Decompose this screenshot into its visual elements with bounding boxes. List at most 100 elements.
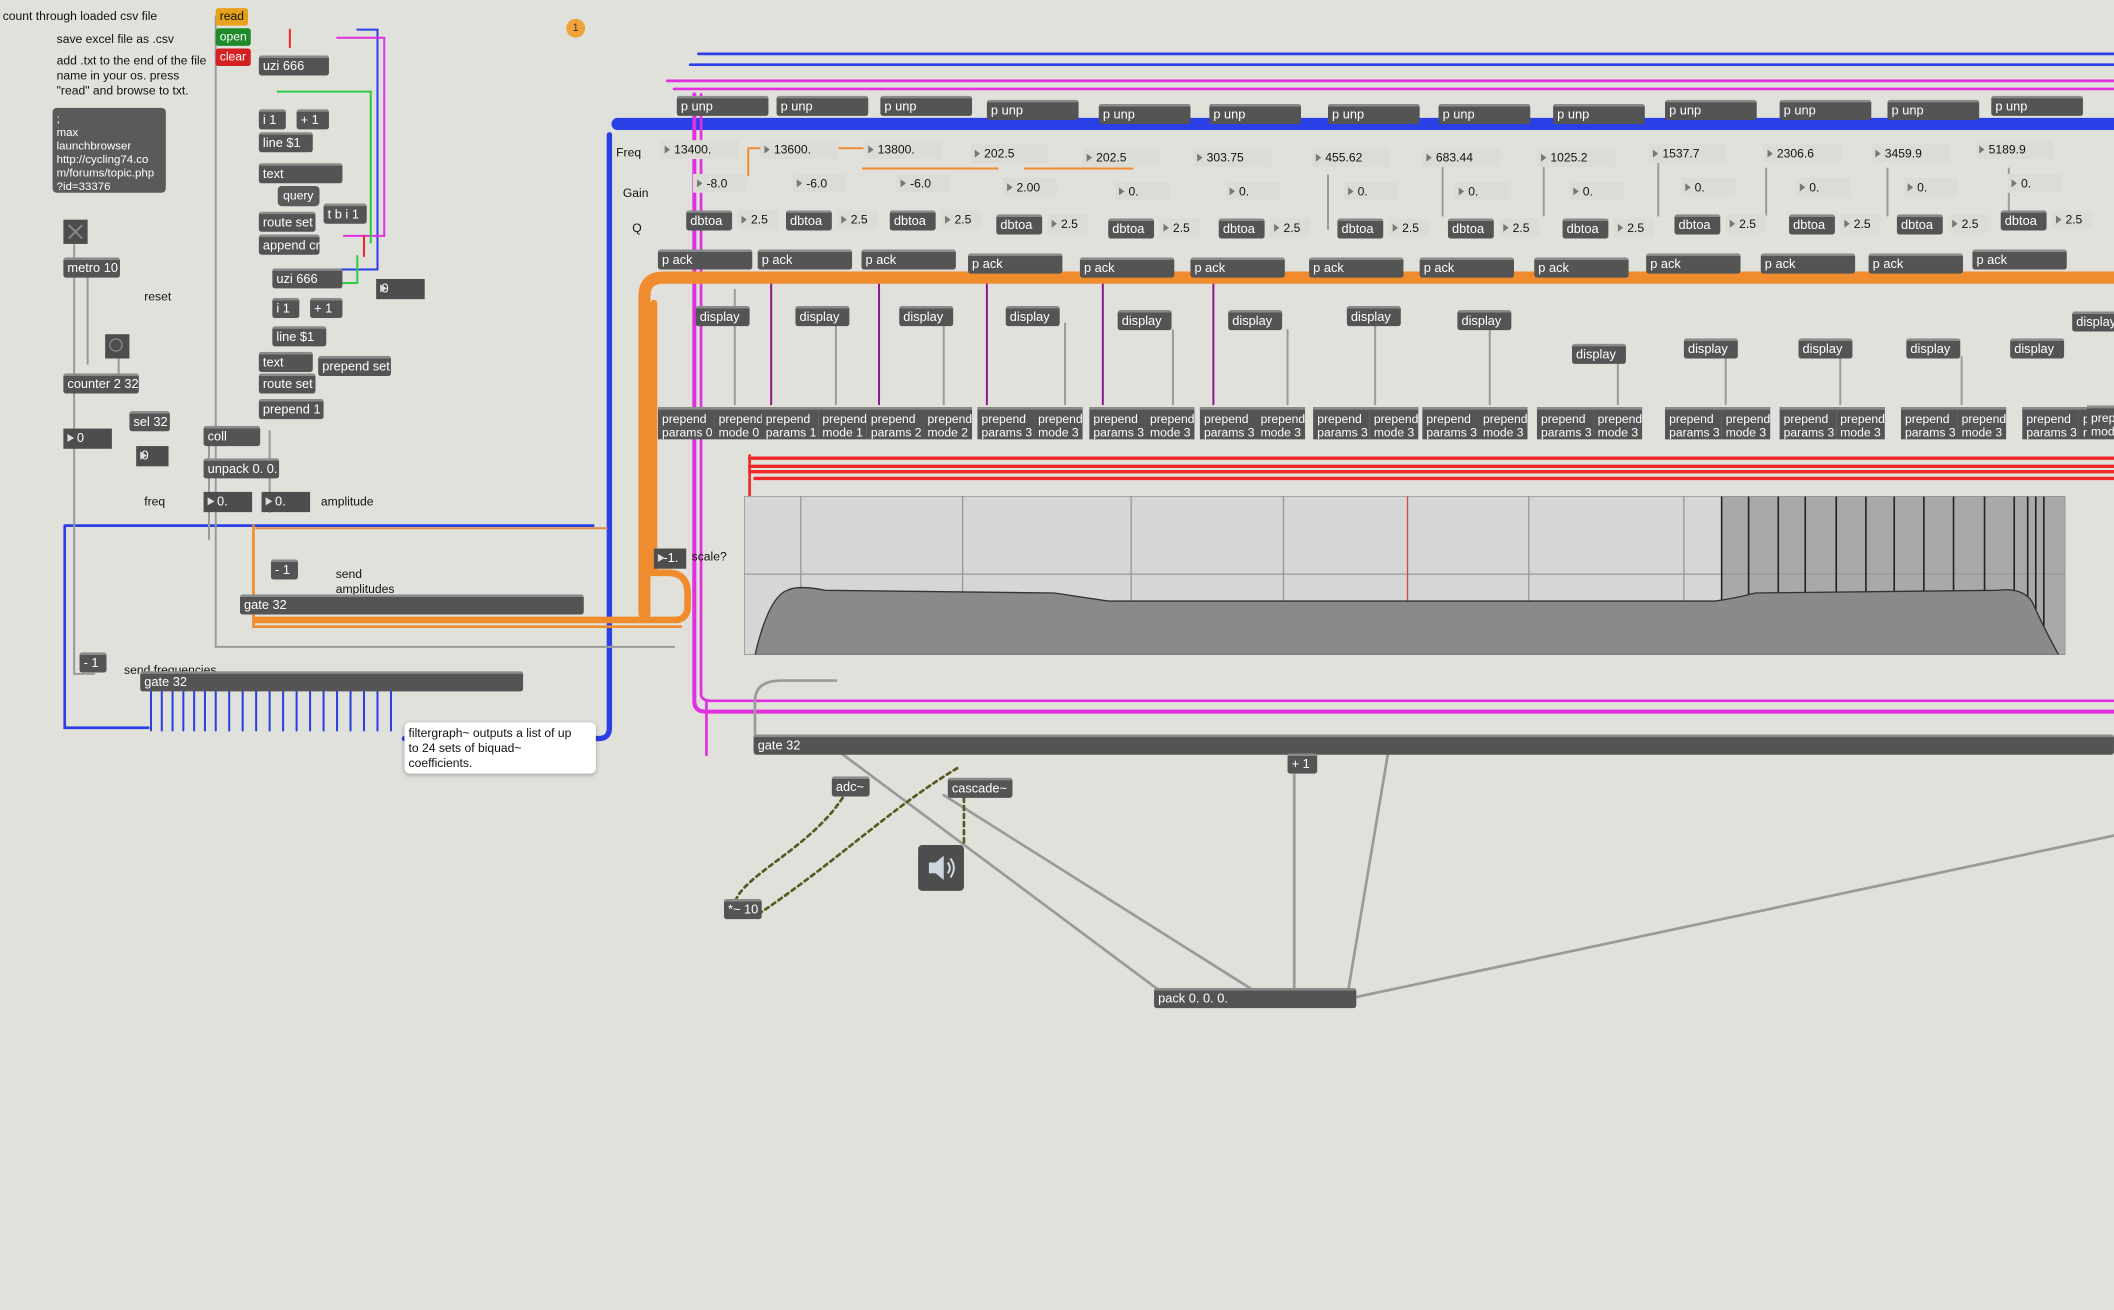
trigger-object[interactable]: t b i 1 <box>323 203 367 224</box>
read-button[interactable]: read <box>215 8 249 26</box>
prepend-mode-object[interactable]: prepend mode 3 <box>1957 407 2006 440</box>
gain-number-box[interactable]: 0. <box>1795 177 1850 197</box>
freq-number-box[interactable]: 1025.2 <box>1536 148 1616 168</box>
freq-number-box[interactable]: 1537.7 <box>1648 144 1728 164</box>
prepend-params-object[interactable]: prepend params 2 <box>866 407 924 440</box>
q-number-box[interactable]: 2.5 <box>737 210 778 230</box>
prepend-mode-object[interactable]: prepend mode 3 <box>1721 407 1770 440</box>
dbtoa-object[interactable]: dbtoa <box>1447 218 1494 239</box>
gate-frequencies-object[interactable]: gate 32 <box>140 671 524 692</box>
gain-number-box[interactable]: 0. <box>1114 181 1169 201</box>
prepend-mode-object[interactable]: prepend mode 3 <box>1034 407 1083 440</box>
gain-number-box[interactable]: 0. <box>1903 177 1958 197</box>
freq-number-box[interactable]: 13600. <box>760 140 839 160</box>
freq-number-box[interactable]: 0. <box>203 491 253 513</box>
gain-number-box[interactable]: 0. <box>1454 181 1509 201</box>
p-unp-object[interactable]: p unp <box>1098 103 1191 124</box>
dbtoa-object[interactable]: dbtoa <box>686 210 733 231</box>
plus-one-object[interactable]: + 1 <box>296 109 329 130</box>
dbtoa-object[interactable]: dbtoa <box>1218 218 1265 239</box>
q-number-box[interactable]: 2.5 <box>1725 214 1767 234</box>
p-unp-object[interactable]: p unp <box>1887 99 1980 120</box>
prepend-mode-object[interactable]: prepend mode 0 <box>714 407 763 440</box>
uzi-666-object[interactable]: uzi 666 <box>258 55 329 76</box>
freq-number-box[interactable]: 13800. <box>864 140 943 160</box>
gain-number-box[interactable]: 0. <box>1569 181 1624 201</box>
dbtoa-object[interactable]: dbtoa <box>786 210 832 231</box>
int-object[interactable]: i 1 <box>258 109 286 130</box>
p-ack-object[interactable]: p ack <box>861 249 956 270</box>
int-object[interactable]: i 1 <box>272 297 300 319</box>
gate-32-bottom-object[interactable]: gate 32 <box>753 734 2114 755</box>
gain-number-box[interactable]: 0. <box>1344 181 1399 201</box>
edge-display-object[interactable]: display <box>2072 311 2114 332</box>
p-ack-object[interactable]: p ack <box>968 253 1063 274</box>
p-ack-object[interactable]: p ack <box>1868 253 1963 274</box>
display-object[interactable]: display <box>695 305 750 327</box>
display-object[interactable]: display <box>1683 338 1738 359</box>
gain-number-box[interactable]: 0. <box>2007 173 2062 193</box>
freq-number-box[interactable]: 683.44 <box>1422 148 1501 168</box>
uzi-666-object[interactable]: uzi 666 <box>272 268 343 289</box>
prepend-params-object[interactable]: prepend params 3 <box>1665 407 1722 440</box>
dbtoa-object[interactable]: dbtoa <box>1896 214 1943 235</box>
p-unp-object[interactable]: p unp <box>1665 99 1757 120</box>
p-ack-object[interactable]: p ack <box>1646 253 1741 274</box>
edge-prepend-object[interactable]: prepend mod <box>2087 405 2114 439</box>
display-object[interactable]: display <box>1117 309 1172 331</box>
display-object[interactable]: display <box>1228 309 1283 331</box>
unpack-object[interactable]: unpack 0. 0. <box>203 458 280 479</box>
q-number-box[interactable]: 2.5 <box>1159 218 1200 238</box>
text-object[interactable]: text <box>258 163 343 184</box>
line-object[interactable]: line $1 <box>272 326 327 347</box>
p-ack-object[interactable]: p ack <box>1534 257 1629 278</box>
select-object[interactable]: sel 32 <box>129 411 170 432</box>
metro-toggle[interactable] <box>63 219 88 244</box>
route-set-object[interactable]: route set <box>258 211 316 232</box>
query-message[interactable]: query <box>277 185 319 207</box>
freq-number-box[interactable]: 13400. <box>660 140 739 160</box>
display-object[interactable]: display <box>1346 305 1401 327</box>
p-unp-object[interactable]: p unp <box>1779 99 1872 120</box>
prepend-params-object[interactable]: prepend params 3 <box>1779 407 1837 440</box>
display-object[interactable]: display <box>795 305 850 327</box>
display-object[interactable]: display <box>1798 338 1853 359</box>
reset-bang[interactable] <box>105 334 130 359</box>
prepend-params-object[interactable]: prepend params 3 <box>1199 407 1257 440</box>
prepend-mode-object[interactable]: prepend mode 3 <box>1593 407 1642 440</box>
p-unp-object[interactable]: p unp <box>676 95 769 116</box>
p-ack-object[interactable]: p ack <box>757 249 853 270</box>
counter-object[interactable]: counter 2 32 <box>63 373 139 394</box>
p-ack-object[interactable]: p ack <box>1419 257 1515 278</box>
prepend-1-object[interactable]: prepend 1 <box>258 398 324 420</box>
freq-number-box[interactable]: 202.5 <box>970 144 1049 164</box>
dbtoa-object[interactable]: dbtoa <box>1108 218 1155 239</box>
minus-one-object[interactable]: - 1 <box>79 652 107 673</box>
dbtoa-object[interactable]: dbtoa <box>1674 214 1721 235</box>
counter-number-box[interactable]: 0 <box>63 428 112 449</box>
p-unp-object[interactable]: p unp <box>1553 103 1645 124</box>
gain-number-box[interactable]: -6.0 <box>896 173 951 193</box>
display-object[interactable]: display <box>1005 305 1060 327</box>
dbtoa-object[interactable]: dbtoa <box>1562 218 1609 239</box>
minus-one-object[interactable]: - 1 <box>270 559 298 580</box>
q-number-box[interactable]: 2.5 <box>1388 218 1430 238</box>
prepend-set-object[interactable]: prepend set <box>318 355 391 377</box>
freq-number-box[interactable]: 455.62 <box>1311 148 1390 168</box>
prepend-params-object[interactable]: prepend params 3 <box>1536 407 1594 440</box>
q-number-box[interactable]: 2.5 <box>1047 214 1088 234</box>
amp-number-box[interactable]: 0. <box>261 491 311 513</box>
prepend-mode-object[interactable]: prepend mode 1 <box>818 407 867 440</box>
select-number-box[interactable]: 0 <box>136 446 169 467</box>
p-unp-object[interactable]: p unp <box>1438 103 1531 124</box>
clear-button[interactable]: clear <box>215 48 251 67</box>
p-ack-object[interactable]: p ack <box>1079 257 1175 278</box>
append-cr-object[interactable]: append cr <box>258 234 320 255</box>
display-object[interactable]: display <box>2010 338 2065 359</box>
prepend-mode-object[interactable]: prepend mode 3 <box>1145 407 1195 440</box>
prepend-params-object[interactable]: prepend params 3 <box>1089 407 1146 440</box>
q-number-box[interactable]: 2.5 <box>837 210 878 230</box>
multiply-signal-object[interactable]: *~ 10 <box>723 898 762 920</box>
freq-number-box[interactable]: 5189.9 <box>1975 140 2054 160</box>
q-number-box[interactable]: 2.5 <box>1499 218 1540 238</box>
